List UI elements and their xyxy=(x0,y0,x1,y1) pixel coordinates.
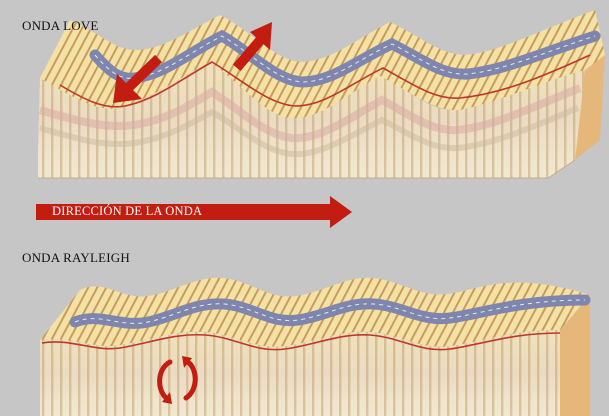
love-wave-block xyxy=(38,10,605,179)
love-block-top-surface xyxy=(40,10,605,119)
rayleigh-block-right-side xyxy=(560,295,590,416)
love-shear-arrow-up xyxy=(232,22,272,72)
rayleigh-wave-title: ONDA RAYLEIGH xyxy=(22,250,130,265)
rayleigh-wave-block xyxy=(40,277,591,416)
wave-direction-arrow xyxy=(36,196,352,228)
love-red-line xyxy=(59,54,591,108)
love-wave-title: ONDA LOVE xyxy=(22,18,99,33)
love-shear-arrow-down xyxy=(113,54,163,103)
love-block-right-side xyxy=(575,55,605,160)
rayleigh-road-centerline xyxy=(74,299,586,324)
love-layer-band xyxy=(39,105,580,158)
rayleigh-elliptical-motion-icon xyxy=(157,356,198,404)
rayleigh-red-line xyxy=(41,332,561,351)
direction-label: DIRECCIÓN DE LA ONDA xyxy=(52,204,203,218)
love-layer-band xyxy=(38,84,582,143)
love-block-bottom-edge xyxy=(38,159,576,179)
